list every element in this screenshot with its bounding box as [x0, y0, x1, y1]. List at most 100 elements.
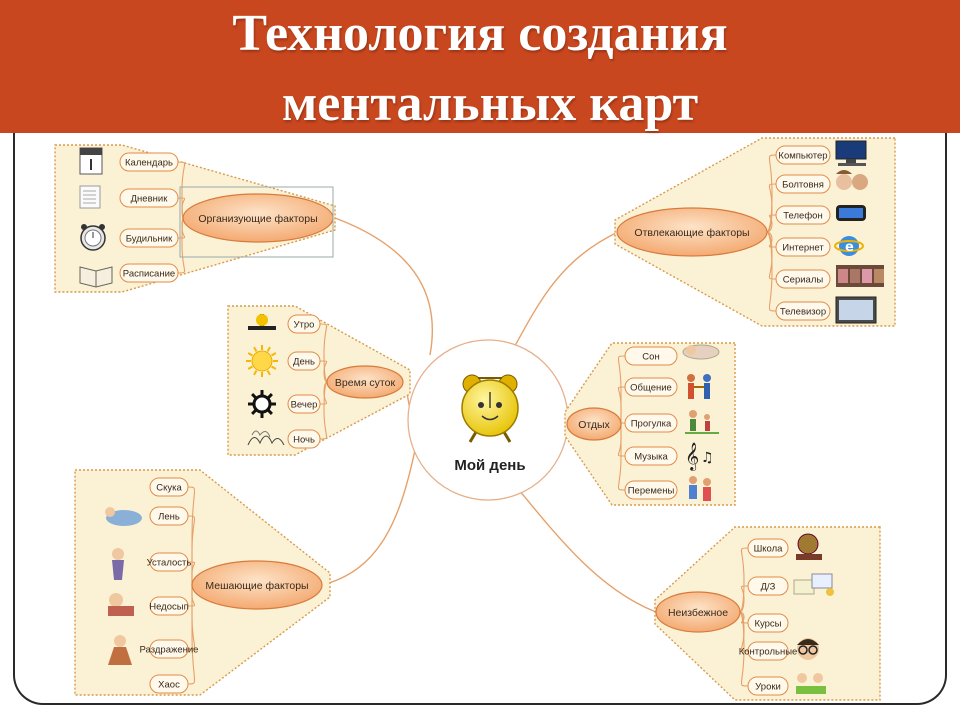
- kids-studying-icon: [796, 673, 826, 694]
- lazy-person-icon: [105, 507, 142, 526]
- open-book-icon: [79, 266, 113, 288]
- node-label: Уроки: [755, 682, 781, 693]
- node-rest-2: Прогулка: [624, 410, 719, 434]
- category-hind: Мешающие факторы: [191, 560, 323, 610]
- node-label: Перемены: [628, 486, 675, 497]
- chatting-people-icon: [836, 170, 868, 190]
- homework-icon: [793, 573, 834, 596]
- dark-sun-icon: [248, 390, 276, 418]
- node-label: Прогулка: [631, 419, 672, 430]
- node-label: Компьютер: [778, 151, 827, 162]
- node-label: Д/З: [761, 582, 776, 593]
- branch-connector: [739, 611, 749, 687]
- internet-icon: e: [834, 236, 864, 256]
- node-label: Недосып: [149, 602, 188, 613]
- category-label: Время суток: [335, 377, 396, 389]
- center-node: Мой день: [407, 339, 569, 501]
- node-label: Раздражение: [140, 645, 199, 656]
- node-label: Лень: [158, 512, 180, 523]
- node-hind-0: Скука: [149, 477, 189, 497]
- node-inev-3: Контрольные: [739, 638, 819, 661]
- angry-person-icon: [108, 635, 132, 665]
- node-label: Расписание: [123, 269, 175, 280]
- node-rest-4: Перемены: [624, 476, 711, 501]
- title-line-1: Технология создания: [232, 5, 728, 62]
- alarm-clock-icon: [461, 374, 519, 443]
- node-org-1: Дневник: [79, 185, 179, 209]
- node-time-2: Вечер: [248, 390, 321, 418]
- node-hind-3: Недосып: [108, 593, 189, 616]
- category-label: Организующие факторы: [198, 213, 317, 225]
- node-label: Ночь: [293, 435, 315, 446]
- handshake-icon: [687, 374, 711, 399]
- node-label: Контрольные: [739, 647, 798, 658]
- node-label: День: [293, 357, 315, 368]
- node-dist-1: Болтовня: [775, 170, 868, 194]
- globe-books-icon: [796, 533, 822, 560]
- node-label: Телевизор: [780, 307, 826, 318]
- node-label: Скука: [156, 483, 182, 494]
- node-time-3: Ночь: [247, 429, 321, 449]
- children-play-icon: [689, 476, 711, 501]
- node-label: Утро: [294, 320, 315, 331]
- node-dist-2: Телефон: [775, 205, 866, 225]
- calendar-icon: [79, 147, 103, 175]
- diary-icon: [79, 185, 101, 209]
- node-hind-5: Хаос: [149, 674, 189, 694]
- svg-text:𝄞: 𝄞: [685, 442, 699, 471]
- alarm-clock-icon: [80, 224, 106, 251]
- title-banner: Технология создания ментальных карт: [0, 0, 960, 133]
- node-rest-3: Музыка 𝄞♫: [624, 442, 714, 471]
- node-inev-0: Школа: [747, 533, 822, 560]
- branch-panel: [227, 305, 411, 456]
- node-time-1: День: [246, 345, 321, 377]
- node-hind-2: Усталость: [112, 548, 191, 580]
- slide-frame: [13, 133, 947, 705]
- node-label: Интернет: [782, 243, 824, 254]
- node-dist-4: Сериалы: [775, 265, 884, 289]
- node-rest-0: Сон: [624, 344, 720, 366]
- center-label: Мой день: [454, 457, 525, 474]
- music-notes-icon: 𝄞♫: [685, 442, 714, 471]
- category-rest: Отдых: [566, 407, 622, 441]
- node-hind-1: Лень: [105, 506, 189, 526]
- tired-person-icon: [112, 548, 124, 580]
- sleeping-child-icon: [682, 344, 720, 360]
- node-label: Музыка: [634, 452, 668, 463]
- category-org: Организующие факторы: [182, 193, 334, 243]
- node-label: Общение: [630, 383, 672, 394]
- node-label: Будильник: [126, 234, 173, 245]
- node-label: Телефон: [783, 211, 822, 222]
- sleepy-person-icon: [108, 593, 134, 616]
- student-glasses-icon: [797, 638, 819, 660]
- node-rest-1: Общение: [624, 374, 711, 399]
- branch-hind: СкукаЛеньУсталостьНедосыпРаздражениеХаос…: [74, 469, 331, 696]
- node-label: Школа: [754, 544, 784, 555]
- sunrise-icon: [248, 314, 276, 330]
- node-inev-2: Курсы: [747, 613, 789, 633]
- branch-connector: [319, 381, 328, 440]
- node-label: Календарь: [125, 158, 173, 169]
- node-dist-5: Телевизор: [775, 296, 877, 324]
- window-frame-decoration: [179, 186, 334, 258]
- phone-icon: [836, 205, 866, 221]
- night-sketch-icon: [247, 430, 285, 446]
- category-label: Неизбежное: [668, 607, 728, 619]
- category-time: Время суток: [326, 365, 404, 399]
- node-org-3: Расписание: [79, 263, 179, 288]
- svg-text:♫: ♫: [701, 450, 714, 466]
- node-org-0: Календарь: [79, 147, 179, 175]
- svg-text:e: e: [845, 240, 854, 255]
- film-strip-icon: [836, 265, 884, 287]
- category-inev: Неизбежное: [655, 591, 741, 633]
- node-label: Усталость: [147, 558, 192, 569]
- computer-icon: [835, 140, 867, 166]
- category-label: Мешающие факторы: [205, 580, 308, 592]
- node-label: Сон: [642, 352, 659, 363]
